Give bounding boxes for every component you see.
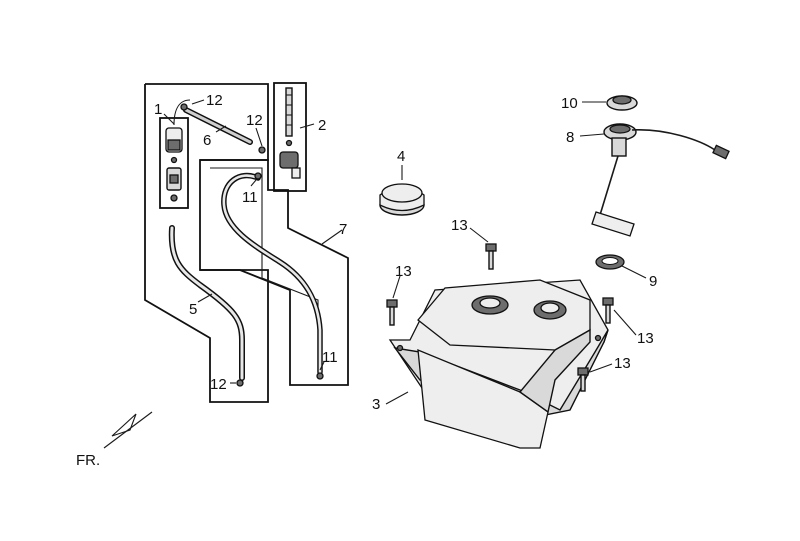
vent-hose-part <box>221 172 323 375</box>
seal-ring-part <box>595 254 625 270</box>
fuel-hose-part <box>168 225 245 381</box>
valve-sub-box <box>273 82 307 192</box>
callout-12c: 12 <box>210 376 227 393</box>
hose-clip-11b <box>316 372 324 380</box>
callout-13b: 13 <box>395 263 412 280</box>
callout-3: 3 <box>372 396 380 413</box>
bolt-13a <box>485 243 497 270</box>
callout-7: 7 <box>339 221 347 238</box>
leader-lines <box>163 99 647 405</box>
callout-6: 6 <box>203 132 211 149</box>
hose-clip-12b <box>258 146 266 154</box>
callout-9: 9 <box>649 273 657 290</box>
callout-13a: 13 <box>451 217 468 234</box>
bolt-13b <box>386 299 398 326</box>
callout-13d: 13 <box>614 355 631 372</box>
fuel-valve-part <box>279 87 301 179</box>
callout-1: 1 <box>154 101 162 118</box>
callout-4: 4 <box>397 148 405 165</box>
callout-13c: 13 <box>637 330 654 347</box>
callout-5: 5 <box>189 301 197 318</box>
callout-8: 8 <box>566 129 574 146</box>
callout-11b: 11 <box>322 349 338 366</box>
fuel-level-sensor-part <box>591 123 730 237</box>
fuel-valve-group-outline <box>144 83 269 403</box>
callout-12a: 12 <box>206 92 223 109</box>
bolt-13c <box>602 297 614 324</box>
callout-12b: 12 <box>246 112 263 129</box>
vent-hose-group-outline <box>200 159 349 386</box>
callout-10: 10 <box>561 95 578 112</box>
sensor-nut-part <box>606 95 638 111</box>
callout-2: 2 <box>318 117 326 134</box>
hose-clip-11a <box>254 172 262 180</box>
bolt-13d <box>577 367 589 392</box>
front-direction-arrow-icon <box>103 411 153 449</box>
front-direction-label: FR. <box>76 452 100 469</box>
callout-11a: 11 <box>242 189 258 206</box>
fuel-filter-part <box>165 127 183 202</box>
fuel-cap-part <box>379 183 425 216</box>
hose-clip-12a <box>180 103 188 111</box>
fuel-tank-part <box>388 279 609 449</box>
hose-clip-12c <box>236 379 244 387</box>
